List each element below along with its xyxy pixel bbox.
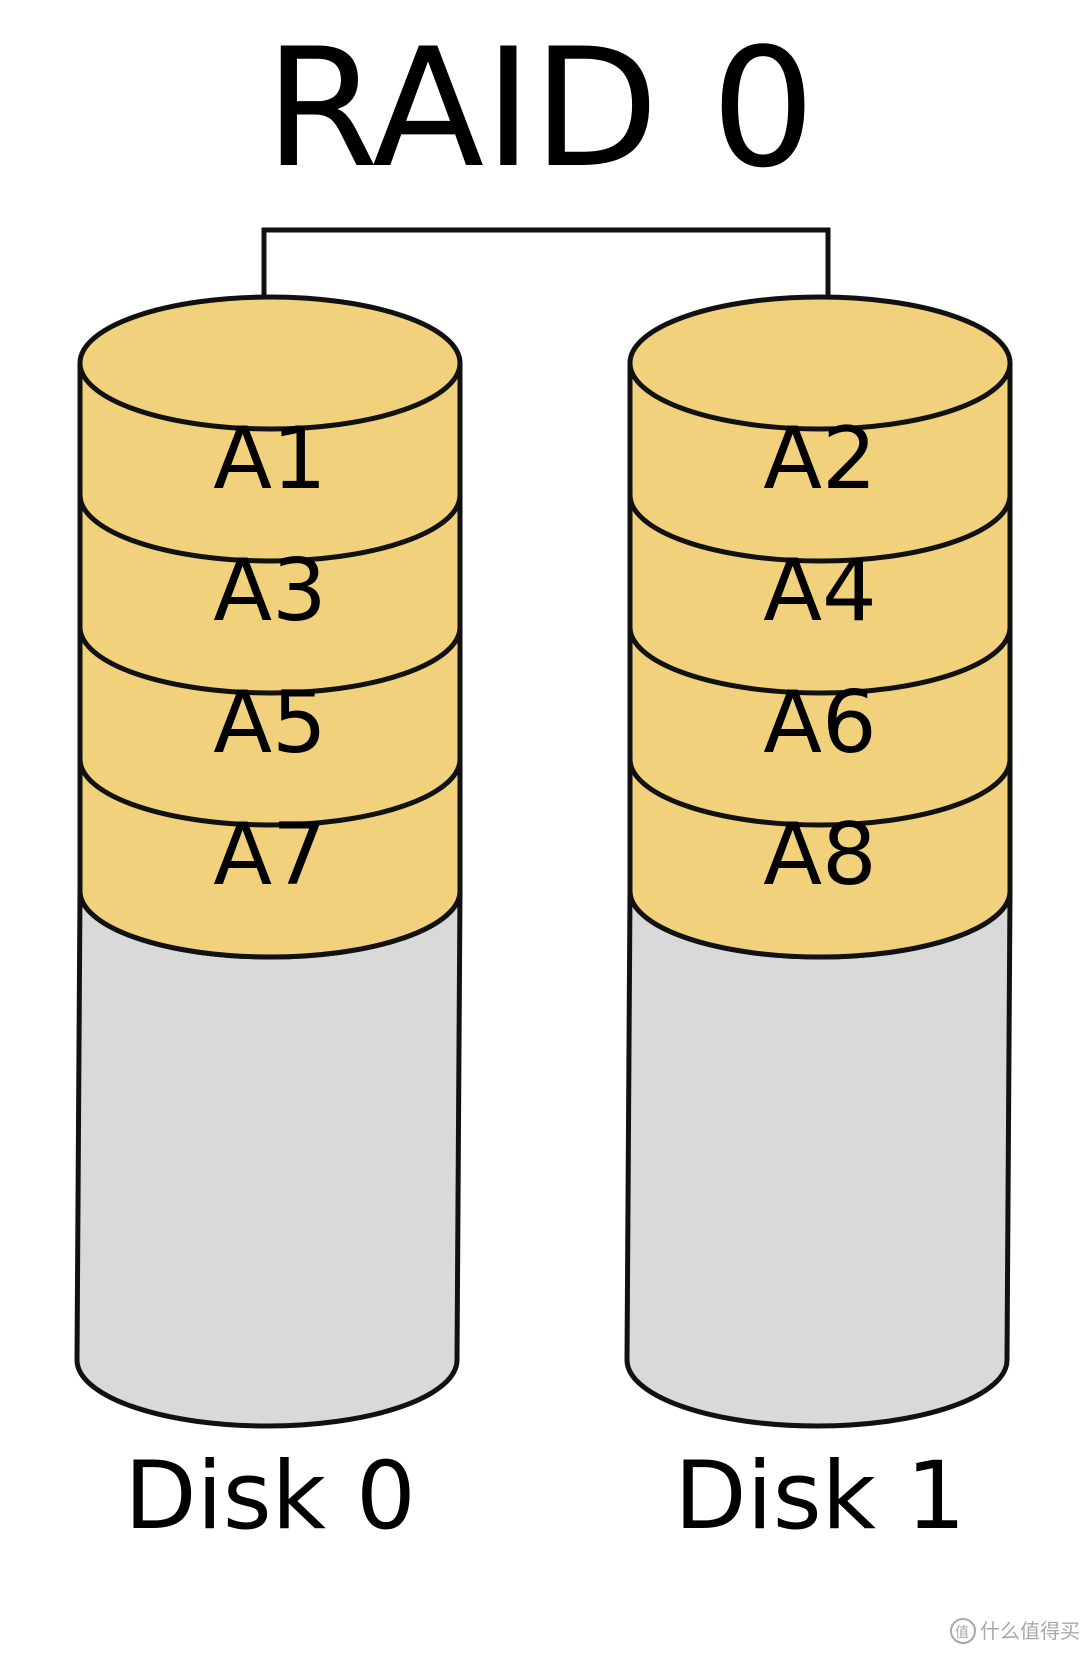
block-label-a7: A7 bbox=[213, 805, 327, 905]
block-label-a8: A8 bbox=[763, 805, 877, 905]
disk-top-cap bbox=[627, 294, 1013, 432]
diagram-title: RAID 0 bbox=[265, 13, 816, 204]
disk-top-cap bbox=[77, 294, 463, 432]
block-label-a4: A4 bbox=[763, 541, 877, 641]
block-label-a6: A6 bbox=[763, 673, 877, 773]
disk-label: Disk 0 bbox=[124, 1442, 416, 1551]
block-label-a5: A5 bbox=[213, 673, 327, 773]
block-label-a2: A2 bbox=[763, 409, 877, 509]
logo-circle-icon bbox=[950, 1618, 976, 1644]
logo-glyph-icon: 值 bbox=[955, 1625, 969, 1641]
block-label-a3: A3 bbox=[213, 541, 327, 641]
disk-label: Disk 1 bbox=[674, 1442, 966, 1551]
disk-empty-body bbox=[624, 888, 1013, 1429]
watermark-text: 什么值得买 bbox=[980, 1619, 1080, 1643]
block-label-a1: A1 bbox=[213, 409, 327, 509]
watermark: 值 什么值得买 bbox=[950, 1618, 1080, 1644]
disk-empty-body bbox=[74, 888, 463, 1429]
